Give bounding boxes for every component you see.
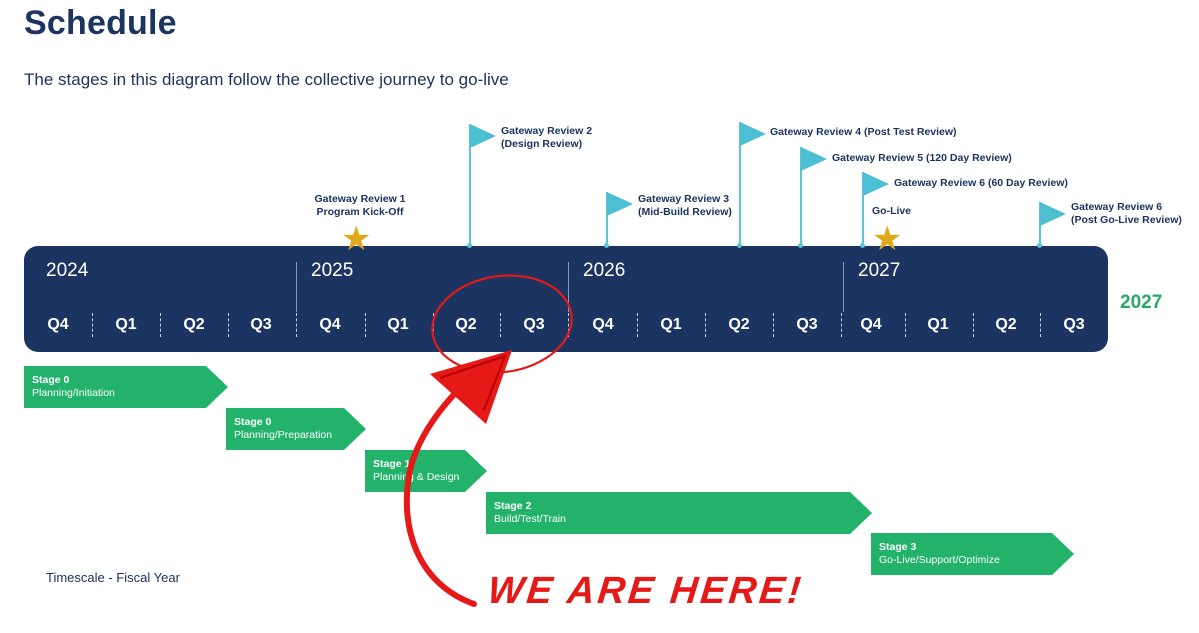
flagpole <box>1039 202 1041 246</box>
flagpole <box>739 122 741 246</box>
we-are-here-text: WE ARE HERE! <box>485 570 806 612</box>
arrowhead-scribble <box>439 354 507 411</box>
stage-name: Stage 0 <box>234 416 272 428</box>
quarter-label: Q1 <box>387 316 409 333</box>
quarter-label: Q4 <box>319 316 341 333</box>
milestone-dot <box>1037 243 1042 248</box>
page-title: Schedule <box>24 4 177 42</box>
quarter-label: Q3 <box>1063 316 1085 333</box>
milestone-line: Gateway Review 1 <box>314 193 406 205</box>
quarter-divider <box>973 313 974 337</box>
extra-year-label: 2027 <box>1120 292 1163 313</box>
quarter-divider <box>92 313 93 337</box>
stage-desc: Build/Test/Train <box>494 513 566 525</box>
stage-name: Stage 0 <box>32 374 70 386</box>
stage-arrow-2: Stage 2 Build/Test/Train <box>486 492 872 534</box>
milestone-line: Gateway Review 6 <box>1071 201 1163 213</box>
quarter-divider <box>1040 313 1041 337</box>
stage-arrow-0-preparation: Stage 0 Planning/Preparation <box>226 408 366 450</box>
quarter-label: Q3 <box>796 316 818 333</box>
quarter-divider <box>160 313 161 337</box>
milestone-gr1-label: Gateway Review 1 Program Kick-Off <box>300 193 420 219</box>
year-label-2025: 2025 <box>311 260 354 281</box>
milestone-dot <box>467 243 472 248</box>
milestone-line: Program Kick-Off <box>316 206 404 218</box>
year-divider <box>296 262 297 312</box>
quarter-label: Q3 <box>250 316 272 333</box>
star-icon: ★ <box>341 220 372 258</box>
flag-icon <box>607 192 633 216</box>
quarter-label: Q2 <box>183 316 205 333</box>
quarter-label: Q4 <box>592 316 614 333</box>
star-icon: ★ <box>872 220 903 258</box>
flagpole <box>469 124 471 246</box>
milestone-line: Gateway Review 3 <box>638 193 730 205</box>
quarter-label: Q2 <box>728 316 750 333</box>
stage-name: Stage 3 <box>879 541 917 553</box>
milestone-dot <box>798 243 803 248</box>
milestone-dot <box>737 243 742 248</box>
milestone-gr3-label: Gateway Review 3 (Mid-Build Review) <box>638 193 732 219</box>
quarter-divider <box>637 313 638 337</box>
quarter-label: Q2 <box>995 316 1017 333</box>
quarter-label: Q1 <box>115 316 137 333</box>
flag-icon <box>470 124 496 148</box>
milestone-gr6b-label: Gateway Review 6 (Post Go-Live Review) <box>1071 201 1182 227</box>
timescale-note: Timescale - Fiscal Year <box>46 570 180 585</box>
quarter-label: Q4 <box>860 316 882 333</box>
milestone-line: (Mid-Build Review) <box>638 206 732 218</box>
flag-icon <box>1040 202 1066 226</box>
flagpole <box>800 147 802 246</box>
milestone-dot <box>604 243 609 248</box>
quarter-divider <box>568 313 569 337</box>
quarter-label: Q2 <box>455 316 477 333</box>
quarter-divider <box>296 313 297 337</box>
year-divider <box>568 262 569 312</box>
quarter-divider <box>773 313 774 337</box>
milestone-line: (Design Review) <box>501 138 583 150</box>
stage-desc: Planning & Design <box>373 471 460 483</box>
stage-name: Stage 1 <box>373 458 411 470</box>
quarter-label: Q1 <box>927 316 949 333</box>
quarter-label: Q4 <box>47 316 69 333</box>
year-divider <box>843 262 844 312</box>
page-subtitle: The stages in this diagram follow the co… <box>24 70 509 89</box>
highlight-circle <box>431 274 573 374</box>
year-label-2027: 2027 <box>858 260 901 281</box>
stage-desc: Go-Live/Support/Optimize <box>879 554 1000 566</box>
stage-arrow-1: Stage 1 Planning & Design <box>365 450 487 492</box>
quarter-divider <box>228 313 229 337</box>
flagpole <box>606 192 608 246</box>
milestone-golive-label: Go-Live <box>872 205 912 217</box>
stage-arrow-0-initiation: Stage 0 Planning/Initiation <box>24 366 228 408</box>
flagpole <box>862 172 864 246</box>
milestone-gr6a-label: Gateway Review 6 (60 Day Review) <box>894 177 1068 189</box>
milestone-line: (Post Go-Live Review) <box>1071 214 1182 226</box>
quarter-divider <box>905 313 906 337</box>
stage-desc: Planning/Preparation <box>234 429 333 441</box>
flag-icon <box>740 122 766 146</box>
milestone-gr2-label: Gateway Review 2 (Design Review) <box>501 125 592 151</box>
milestone-gr4-label: Gateway Review 4 (Post Test Review) <box>770 126 957 138</box>
quarter-divider <box>365 313 366 337</box>
flag-icon <box>801 147 827 171</box>
year-label-2024: 2024 <box>46 260 89 281</box>
stage-name: Stage 2 <box>494 500 532 512</box>
flag-icon <box>863 172 889 196</box>
milestone-dot <box>860 243 865 248</box>
milestone-line: Gateway Review 2 <box>501 125 593 137</box>
quarter-label: Q1 <box>660 316 682 333</box>
curved-arrow-shaft <box>403 369 481 607</box>
quarter-divider <box>500 313 501 337</box>
quarter-label: Q3 <box>523 316 545 333</box>
stage-arrow-3: Stage 3 Go-Live/Support/Optimize <box>871 533 1074 575</box>
quarter-divider <box>841 313 842 337</box>
arrowhead-icon <box>430 350 512 424</box>
stage-desc: Planning/Initiation <box>32 387 115 399</box>
year-label-2026: 2026 <box>583 260 626 281</box>
milestone-gr5-label: Gateway Review 5 (120 Day Review) <box>832 152 1012 164</box>
quarter-divider <box>705 313 706 337</box>
